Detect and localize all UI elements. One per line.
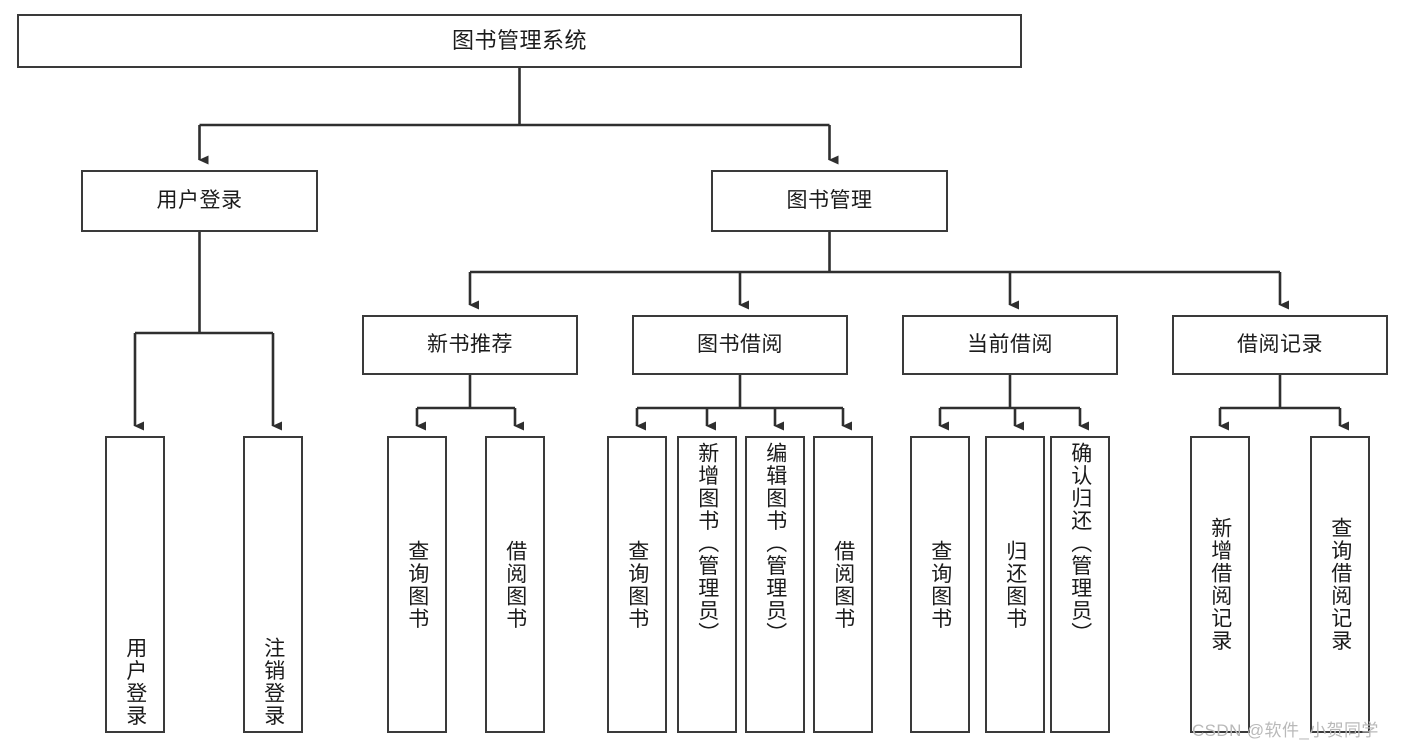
node-leaf-return-book: 归还图书 — [985, 436, 1045, 733]
node-leaf-query-book-3: 查询图书 — [910, 436, 970, 733]
node-label: 查询图书 — [928, 539, 952, 630]
node-label: 查询图书 — [405, 539, 429, 630]
node-label: 查询借阅记录 — [1328, 517, 1352, 652]
node-new-book-rec: 新书推荐 — [362, 315, 578, 375]
node-label: 注销登录 — [261, 637, 285, 727]
node-label: 新增图书（管理员） — [695, 442, 719, 645]
node-label: 借阅图书 — [503, 539, 527, 630]
node-leaf-borrow-book-2: 借阅图书 — [813, 436, 873, 733]
node-leaf-edit-book: 编辑图书（管理员） — [745, 436, 805, 733]
node-label: 用户登录 — [123, 637, 147, 727]
node-label: 借阅记录 — [1237, 333, 1323, 357]
node-label: 确认归还（管理员） — [1068, 442, 1092, 645]
node-label: 编辑图书（管理员） — [763, 442, 787, 645]
node-label: 查询图书 — [625, 539, 649, 630]
node-label: 图书管理系统 — [451, 27, 587, 53]
node-label: 用户登录 — [156, 189, 243, 213]
node-leaf-add-record: 新增借阅记录 — [1190, 436, 1250, 733]
node-user-login: 用户登录 — [81, 170, 318, 232]
node-leaf-borrow-book-1: 借阅图书 — [485, 436, 545, 733]
node-leaf-add-book: 新增图书（管理员） — [677, 436, 737, 733]
node-book-admin: 图书管理 — [711, 170, 948, 232]
node-leaf-query-record: 查询借阅记录 — [1310, 436, 1370, 733]
node-label: 新书推荐 — [427, 333, 513, 357]
node-leaf-query-book-1: 查询图书 — [387, 436, 447, 733]
node-leaf-user-logout: 注销登录 — [243, 436, 303, 733]
node-current-borrow: 当前借阅 — [902, 315, 1118, 375]
node-label: 新增借阅记录 — [1208, 517, 1232, 652]
node-label: 图书管理 — [786, 189, 873, 213]
node-root: 图书管理系统 — [17, 14, 1022, 68]
node-leaf-confirm-return: 确认归还（管理员） — [1050, 436, 1110, 733]
node-leaf-query-book-2: 查询图书 — [607, 436, 667, 733]
node-borrow-record: 借阅记录 — [1172, 315, 1388, 375]
node-label: 图书借阅 — [697, 333, 783, 357]
node-label: 借阅图书 — [831, 539, 855, 630]
node-book-borrow: 图书借阅 — [632, 315, 848, 375]
node-leaf-user-login: 用户登录 — [105, 436, 165, 733]
node-label: 当前借阅 — [967, 333, 1053, 357]
node-label: 归还图书 — [1003, 539, 1027, 630]
